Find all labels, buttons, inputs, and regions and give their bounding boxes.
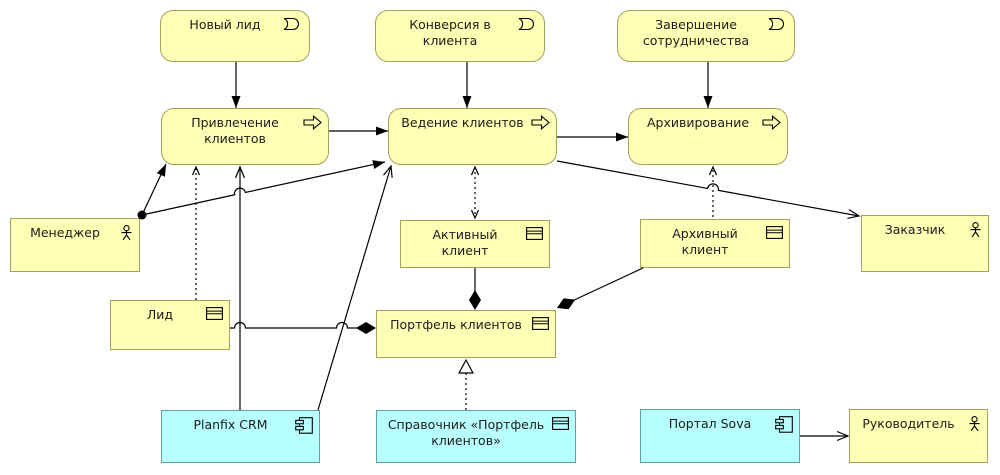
node-event-conversion[interactable]: Конверсия в клиента (375, 10, 545, 62)
edge-termination-to-archive[interactable] (703, 62, 713, 108)
node-actor-manager[interactable]: Менеджер (10, 218, 140, 272)
edge-portal-serves-head[interactable] (800, 430, 850, 442)
edge-manage-access-active[interactable] (470, 165, 480, 220)
node-label-app-portfolio-directory: Справочник «Портфель клиентов» (387, 417, 545, 449)
node-label-app-portal-sova: Портал Sova (668, 416, 752, 431)
node-object-lead[interactable]: Лид (110, 300, 230, 350)
node-label-app-planfix: Planfix CRM (193, 417, 268, 432)
component-icon (291, 417, 313, 434)
event-icon (281, 17, 303, 34)
event-icon (766, 17, 788, 34)
node-label-actor-customer: Заказчик (884, 222, 946, 237)
component-icon (771, 416, 793, 433)
node-object-archived-client[interactable]: Архивный клиент (640, 219, 790, 268)
edge-newlead-to-attract[interactable] (231, 62, 241, 108)
edge-archived-in-portfolio[interactable] (557, 267, 644, 310)
node-app-planfix[interactable]: Planfix CRM (161, 410, 320, 463)
edge-manage-to-archive[interactable] (557, 132, 628, 142)
edge-manager-to-manage[interactable] (141, 160, 386, 216)
node-process-manage[interactable]: Ведение клиентов (388, 108, 557, 165)
edge-attract-to-manage[interactable] (329, 126, 388, 136)
edge-planfix-serves-manage[interactable] (317, 164, 393, 411)
object-icon (761, 226, 783, 243)
edge-conversion-to-manage[interactable] (462, 62, 472, 108)
node-event-termination[interactable]: Завершение сотрудничества (617, 10, 795, 62)
node-app-portfolio-directory[interactable]: Справочник «Портфель клиентов» (376, 410, 576, 463)
node-app-portal-sova[interactable]: Портал Sova (640, 409, 800, 463)
edge-active-in-portfolio[interactable] (469, 268, 481, 310)
object-icon (201, 307, 223, 324)
node-object-portfolio[interactable]: Портфель клиентов (376, 310, 556, 358)
actor-icon (959, 416, 981, 433)
object-icon (547, 417, 569, 434)
node-label-event-termination: Завершение сотрудничества (642, 17, 750, 49)
edge-directory-realizes-portfolio[interactable] (457, 358, 475, 410)
actor-icon (111, 225, 133, 242)
node-event-new-lead[interactable]: Новый лид (160, 10, 310, 62)
edge-planfix-serves-attract[interactable] (234, 165, 246, 410)
node-process-archive[interactable]: Архивирование (628, 108, 788, 165)
process-icon (300, 115, 322, 132)
edge-lead-in-portfolio[interactable] (230, 321, 376, 334)
node-label-object-portfolio: Портфель клиентов (390, 317, 522, 332)
process-icon (759, 115, 781, 132)
node-label-actor-manager: Менеджер (30, 225, 100, 240)
node-label-process-archive: Архивирование (646, 115, 750, 130)
node-label-process-manage: Ведение клиентов (401, 115, 524, 130)
node-label-actor-head: Руководитель (862, 416, 955, 431)
node-label-event-conversion: Конверсия в клиента (409, 17, 491, 49)
process-icon (528, 115, 550, 132)
event-icon (516, 17, 538, 34)
node-label-process-attract: Привлечение клиентов (191, 115, 279, 147)
node-label-object-active-client: Активный клиент (432, 227, 498, 259)
node-process-attract[interactable]: Привлечение клиентов (161, 108, 329, 165)
edge-archived-access-archive[interactable] (708, 165, 718, 217)
node-label-event-new-lead: Новый лид (189, 17, 261, 32)
actor-icon (960, 222, 982, 239)
object-icon (521, 227, 543, 244)
edge-lead-access-attract[interactable] (191, 165, 201, 300)
edge-manager-to-attract[interactable] (137, 163, 167, 220)
node-actor-customer[interactable]: Заказчик (861, 215, 989, 272)
node-object-active-client[interactable]: Активный клиент (400, 220, 550, 268)
node-actor-head[interactable]: Руководитель (849, 409, 988, 463)
edge-manage-serves-customer[interactable] (556, 160, 861, 220)
object-icon (527, 317, 549, 334)
node-label-object-archived-client: Архивный клиент (672, 226, 738, 258)
node-label-object-lead: Лид (146, 307, 174, 322)
